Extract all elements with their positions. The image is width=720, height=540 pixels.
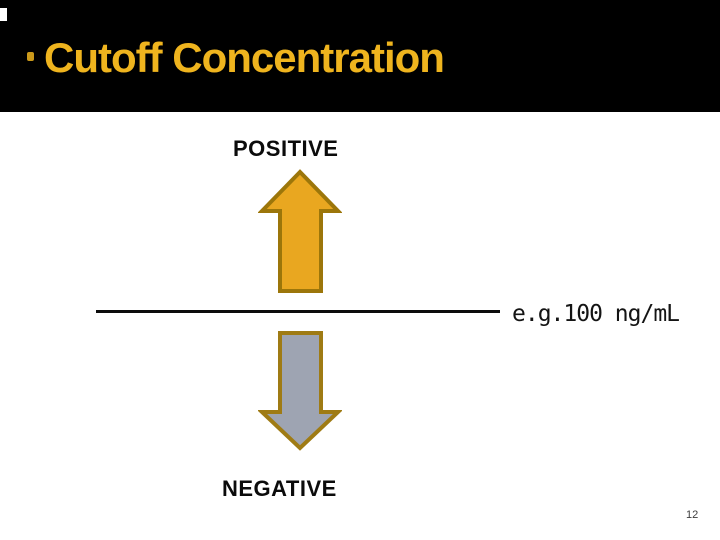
page-number: 12	[686, 509, 699, 521]
positive-label: POSITIVE	[233, 136, 339, 161]
cutoff-line	[96, 310, 500, 313]
slide-header: Cutoff Concentration	[0, 0, 720, 112]
title-bullet	[27, 52, 34, 61]
corner-notch	[0, 8, 7, 21]
down-arrow-icon	[256, 330, 344, 452]
up-arrow-icon	[257, 168, 343, 296]
negative-label: NEGATIVE	[222, 476, 337, 501]
page-title: Cutoff Concentration	[44, 34, 445, 81]
cutoff-value-label: e.g.100 ng/mL	[512, 301, 680, 327]
